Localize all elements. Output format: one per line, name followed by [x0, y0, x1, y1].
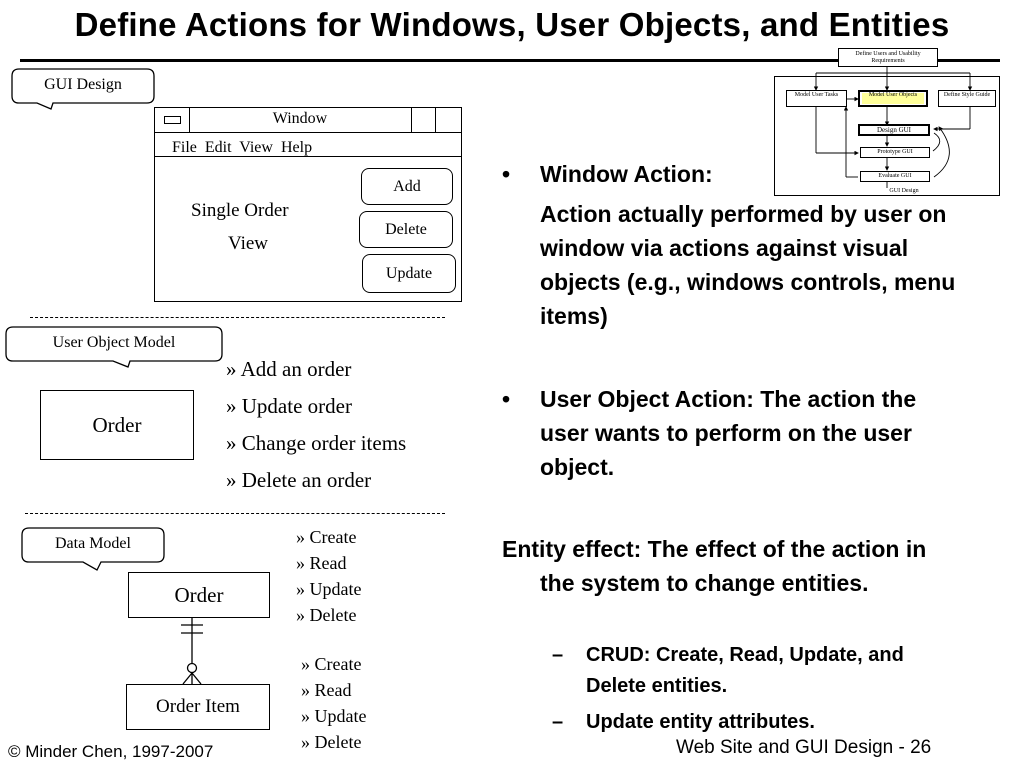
sub-bullet-text: Update entity attributes.: [586, 711, 815, 733]
callout-shape: [21, 527, 165, 571]
update-button[interactable]: Update: [362, 254, 456, 293]
list-item: » Add an order: [226, 357, 352, 381]
relationship-connector: [181, 618, 203, 685]
slide-title: Define Actions for Windows, User Objects…: [74, 6, 950, 43]
view-label-line2: View: [228, 233, 269, 254]
window-title: Window: [272, 110, 328, 127]
entity-effect-paragraph: Entity effect: The effect of the action …: [502, 536, 927, 596]
list-item: » Delete: [296, 605, 357, 625]
gui-design-callout-label: GUI Design: [44, 76, 122, 93]
gui-design-callout: GUI Design: [11, 68, 155, 110]
bullet-heading: Window Action:: [540, 161, 713, 187]
system-menu-icon: [164, 116, 181, 124]
footer-copyright: © Minder Chen, 1997-2007: [8, 742, 214, 761]
dash-marker: –: [552, 711, 564, 733]
diagram-connectors: [813, 67, 973, 188]
callout-shape: [5, 326, 223, 368]
window-minimize-button[interactable]: [411, 108, 436, 132]
delete-button[interactable]: Delete: [359, 211, 453, 248]
window-titlebar: Window: [155, 108, 461, 133]
diagram-node-model-user-tasks: Model User Tasks: [786, 90, 847, 107]
order-user-object: Order: [40, 390, 194, 460]
data-model-callout: Data Model: [21, 527, 165, 571]
list-item: » Create: [301, 654, 362, 674]
diagram-node-model-user-objects: Model User Objects: [858, 90, 928, 107]
order-item-crud-list: » Create » Read » Update » Delete: [301, 651, 366, 755]
add-button[interactable]: Add: [361, 168, 453, 205]
section-divider-2: [25, 513, 445, 514]
order-item-entity: Order Item: [126, 684, 270, 730]
callout-shape: [11, 68, 155, 110]
list-item: » Create: [296, 527, 357, 547]
view-label-line1: Single Order: [191, 200, 289, 221]
order-crud-list: » Create » Read » Update » Delete: [296, 524, 361, 628]
footer-page-label: Web Site and GUI Design - 26: [676, 737, 932, 758]
user-object-actions: » Add an order » Update order » Change o…: [226, 351, 406, 499]
section-divider-1: [30, 317, 445, 318]
title-rule: [20, 59, 1000, 62]
list-item: » Read: [296, 553, 347, 573]
list-item: » Delete an order: [226, 468, 372, 492]
list-item: » Update order: [226, 394, 352, 418]
list-item: » Update: [301, 706, 367, 726]
diagram-node-evaluate-gui: Evaluate GUI: [860, 171, 930, 182]
list-item: » Delete: [301, 732, 362, 752]
bullet-marker: •: [502, 161, 511, 187]
gui-process-diagram: Define Users and Usability Requirements …: [774, 47, 1000, 197]
order-entity: Order: [128, 572, 270, 618]
diagram-node-define-users: Define Users and Usability Requirements: [838, 48, 938, 67]
window-mockup: Window File Edit View Help Single Order …: [154, 107, 462, 302]
diagram-node-define-style-guide: Define Style Guide: [938, 90, 996, 107]
window-maximize-button[interactable]: [435, 108, 462, 132]
data-model-callout-label: Data Model: [55, 535, 131, 552]
diagram-output-gui-design: GUI Design: [889, 188, 919, 194]
sub-bullet-text: CRUD: Create, Read, Update, and Delete e…: [586, 644, 904, 697]
user-object-model-callout: User Object Model: [5, 326, 223, 368]
bullet-marker: •: [502, 386, 511, 412]
diagram-node-design-gui: Design GUI: [858, 124, 930, 136]
dash-marker: –: [552, 644, 564, 666]
user-object-model-callout-label: User Object Model: [52, 334, 176, 351]
diagram-node-prototype-gui: Prototype GUI: [860, 147, 930, 158]
bullet-body: User Object Action: The action the user …: [540, 386, 917, 480]
window-menubar[interactable]: File Edit View Help: [155, 133, 461, 157]
bullet-body: Action actually performed by user on win…: [540, 201, 956, 329]
list-item: » Read: [301, 680, 352, 700]
highlight: [862, 93, 924, 104]
window-control-menu[interactable]: [155, 108, 190, 132]
list-item: » Change order items: [226, 431, 407, 455]
list-item: » Update: [296, 579, 362, 599]
